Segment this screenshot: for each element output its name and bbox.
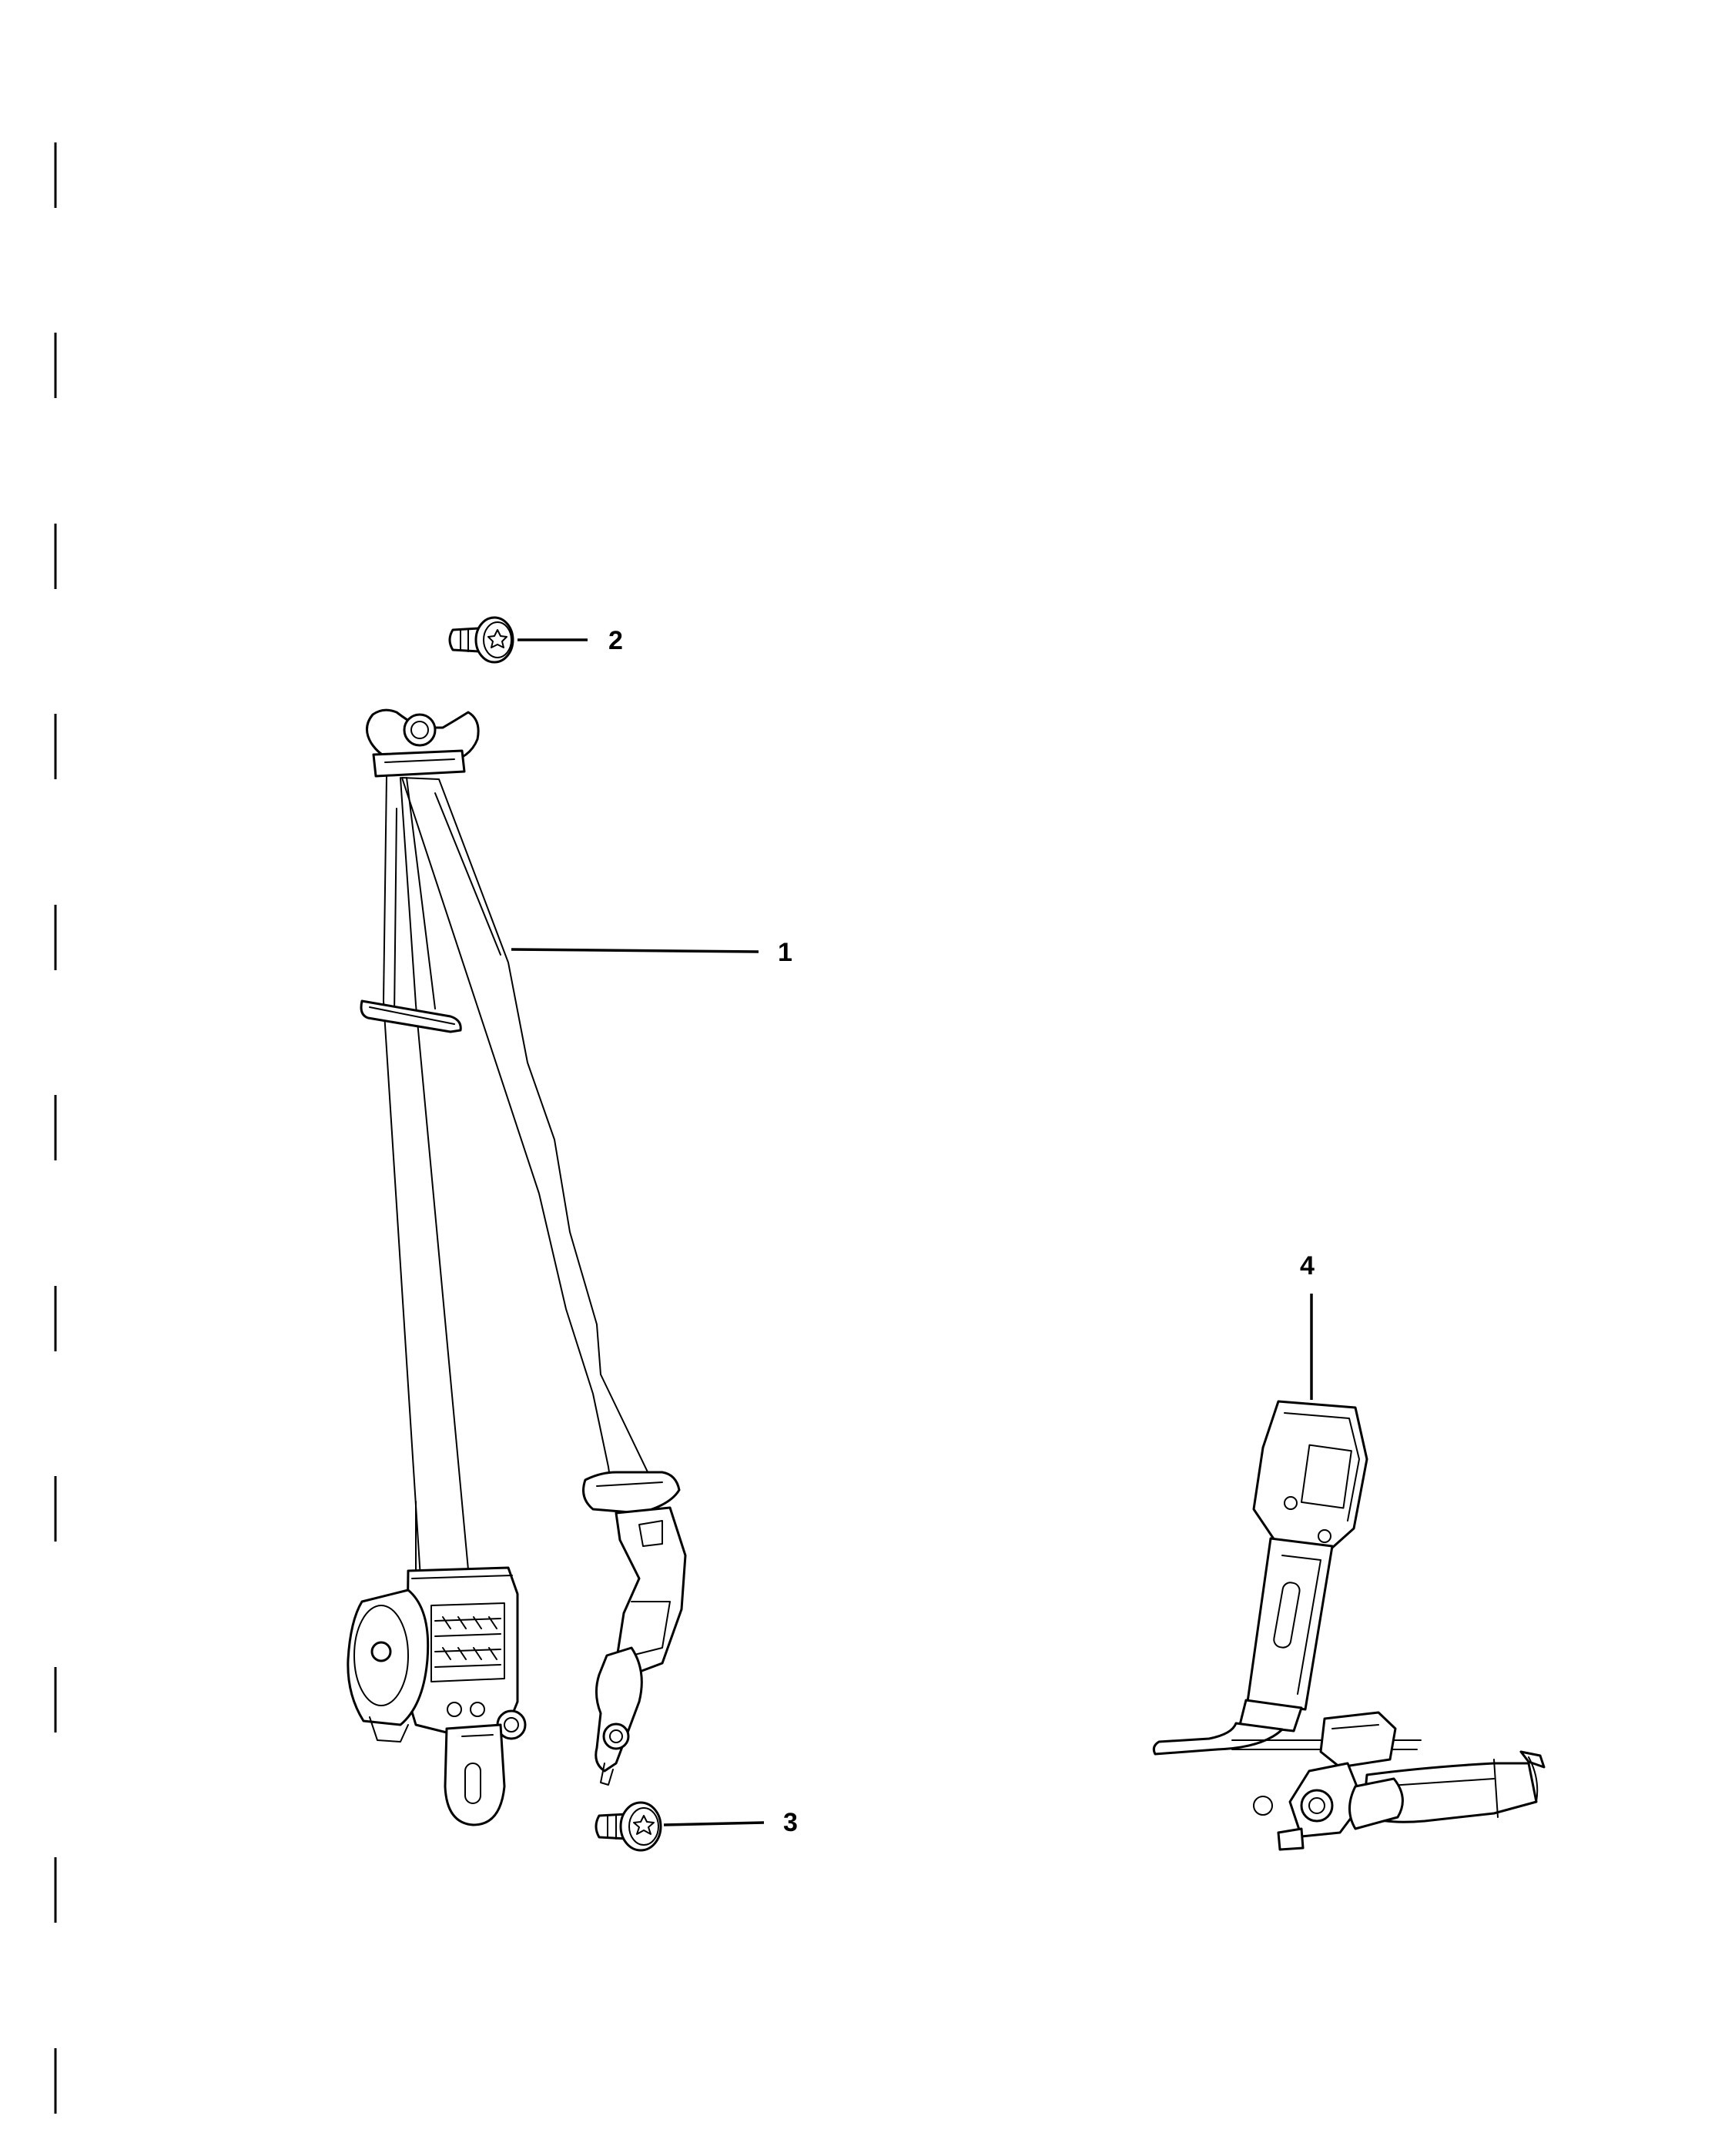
leader-line-3 xyxy=(663,1821,765,1826)
anchor-bolt-lower xyxy=(595,1801,662,1852)
callout-label-3: 3 xyxy=(783,1808,798,1837)
seat-belt-assembly xyxy=(347,708,687,1826)
leader-lines xyxy=(511,638,1313,1826)
callout-label-4: 4 xyxy=(1300,1251,1315,1281)
leader-line-1 xyxy=(511,948,759,953)
callout-label-2: 2 xyxy=(608,626,623,655)
callout-label-1: 1 xyxy=(778,938,792,967)
callout-labels: 2 1 3 4 xyxy=(608,626,1315,1837)
anchor-bolt-upper xyxy=(448,616,514,664)
buckle-assembly xyxy=(1152,1400,1546,1851)
